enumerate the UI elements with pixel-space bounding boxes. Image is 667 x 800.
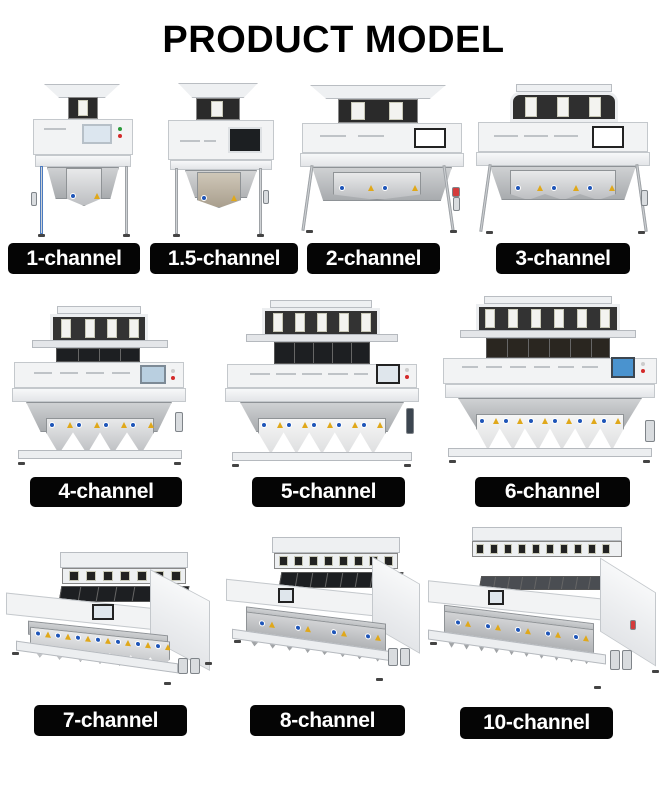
model-label-6-channel: 6-channel	[475, 477, 630, 507]
touch-screen-icon	[376, 364, 400, 384]
model-label-5-channel: 5-channel	[252, 477, 405, 507]
touch-screen-icon	[92, 604, 114, 620]
touch-screen-icon	[82, 124, 112, 144]
model-label-2-channel: 2-channel	[307, 243, 440, 274]
touch-screen-icon	[228, 127, 262, 153]
model-label-10-channel: 10-channel	[460, 707, 613, 739]
touch-screen-icon	[488, 590, 504, 605]
model-label-7-channel: 7-channel	[34, 705, 187, 736]
model-label-4-channel: 4-channel	[30, 477, 182, 507]
model-label-8-channel: 8-channel	[250, 705, 405, 736]
model-label-3-channel: 3-channel	[496, 243, 630, 274]
touch-screen-icon	[140, 365, 166, 384]
touch-screen-icon	[592, 126, 624, 148]
touch-screen-icon	[611, 357, 635, 378]
touch-screen-icon	[278, 588, 294, 603]
touch-screen-icon	[414, 128, 446, 148]
model-label-1-5-channel: 1.5-channel	[150, 243, 298, 274]
model-label-1-channel: 1-channel	[8, 243, 140, 274]
page-title: PRODUCT MODEL	[162, 19, 505, 61]
